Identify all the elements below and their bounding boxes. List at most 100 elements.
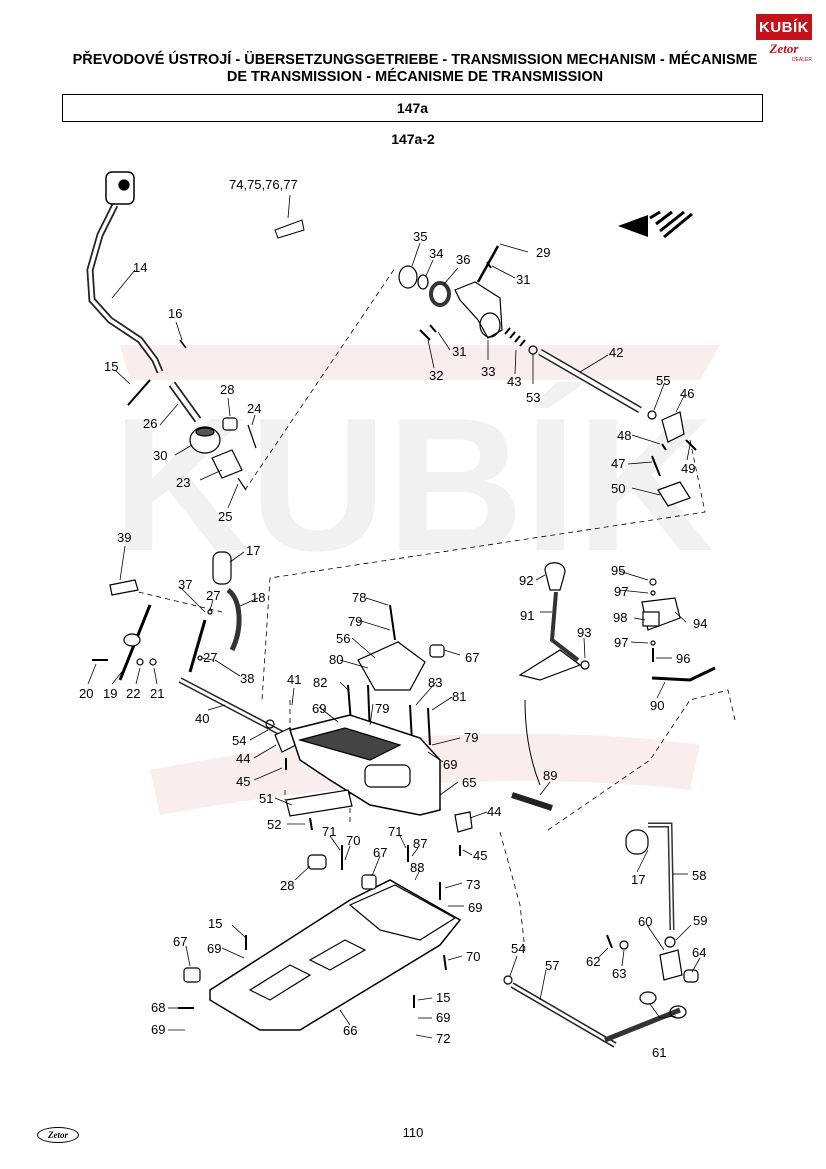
callout-93: 93 xyxy=(577,625,591,640)
pin-27-upper xyxy=(207,609,213,615)
callout-35: 35 xyxy=(413,229,427,244)
shift-rail-group-42 xyxy=(398,245,697,507)
circlip-35 xyxy=(398,265,418,289)
base-plate-66-slot1 xyxy=(248,964,312,1001)
callout-15a: 15 xyxy=(104,359,118,374)
callout-69c: 69 xyxy=(468,900,482,915)
callout-44b: 44 xyxy=(487,804,501,819)
ball-joint-30-top xyxy=(195,427,215,437)
ring-54 xyxy=(265,719,275,729)
right-lever-group xyxy=(454,562,716,856)
pin-16 xyxy=(179,339,187,349)
callout-91: 91 xyxy=(520,608,534,623)
block-46 xyxy=(661,411,685,443)
plate-98 xyxy=(642,611,660,627)
callout-46: 46 xyxy=(680,386,694,401)
callout-60: 60 xyxy=(638,914,652,929)
callout-66: 66 xyxy=(343,1023,357,1038)
callout-88: 88 xyxy=(410,860,424,875)
callout-63: 63 xyxy=(612,966,626,981)
callout-52: 52 xyxy=(267,817,281,832)
shaft-89 xyxy=(511,792,553,811)
callout-96: 96 xyxy=(676,651,690,666)
callout-78: 78 xyxy=(352,590,366,605)
logo-zetor-text: Zetor xyxy=(769,41,799,56)
callout-15c: 15 xyxy=(436,990,450,1005)
housing-65-window xyxy=(364,764,411,788)
pin-62 xyxy=(606,934,613,949)
callout-64: 64 xyxy=(692,945,706,960)
pin-49 xyxy=(685,439,697,451)
callout-69b: 69 xyxy=(443,757,457,772)
bearing-36 xyxy=(429,281,451,307)
cover-56 xyxy=(357,641,426,691)
zetor-footer-logo: Zetor xyxy=(37,1127,79,1143)
ring-54-bottom xyxy=(503,975,513,985)
callout-34: 34 xyxy=(429,246,443,261)
ring-55 xyxy=(647,410,657,420)
callout-33: 33 xyxy=(481,364,495,379)
ring-93 xyxy=(580,660,590,670)
callout-24: 24 xyxy=(247,401,261,416)
callout-79a: 79 xyxy=(348,614,362,629)
watermark-stroke-2 xyxy=(120,345,720,380)
pin-64 xyxy=(683,969,699,983)
callout-20: 20 xyxy=(79,686,93,701)
callout-57: 57 xyxy=(545,958,559,973)
callout-80: 80 xyxy=(329,652,343,667)
callout-72: 72 xyxy=(436,1031,450,1046)
callout-27b: 27 xyxy=(203,650,217,665)
callout-44a: 44 xyxy=(236,751,250,766)
plug-28-bottom xyxy=(307,854,327,870)
lever-rod-highlight xyxy=(88,204,162,373)
fork-ring xyxy=(479,312,501,338)
callout-56: 56 xyxy=(336,631,350,646)
page-number: 110 xyxy=(402,1125,424,1140)
callout-30: 30 xyxy=(153,448,167,463)
gear-lever-assembly xyxy=(86,171,257,491)
bolt-78 xyxy=(389,604,396,641)
callout-83: 83 xyxy=(428,675,442,690)
bolt-47 xyxy=(651,455,661,477)
watermark-text: KUBÍK xyxy=(112,379,714,591)
arm-61 xyxy=(604,1007,681,1043)
callout-17b: 17 xyxy=(631,872,645,887)
callout-42: 42 xyxy=(609,345,623,360)
callout-67a: 67 xyxy=(465,650,479,665)
callout-92: 92 xyxy=(519,573,533,588)
pin-48 xyxy=(661,443,667,451)
housing-65-shade xyxy=(297,727,402,761)
leader-lines xyxy=(87,194,701,1039)
callout-81: 81 xyxy=(452,689,466,704)
callout-69e: 69 xyxy=(436,1010,450,1025)
callout-36: 36 xyxy=(456,252,470,267)
callout-23: 23 xyxy=(176,475,190,490)
plate-50 xyxy=(657,481,691,507)
callout-79b: 79 xyxy=(375,701,389,716)
callout-32: 32 xyxy=(429,368,443,383)
callout-87: 87 xyxy=(413,836,427,851)
callout-39: 39 xyxy=(117,530,131,545)
callout-38: 38 xyxy=(240,671,254,686)
gearbox-housing-group xyxy=(285,604,445,831)
callout-27a: 27 xyxy=(206,588,220,603)
callout-90: 90 xyxy=(650,698,664,713)
plug-67-top xyxy=(429,644,445,658)
shaft-57-inner xyxy=(511,983,616,1047)
model-number: 147a xyxy=(396,100,429,116)
callout-22: 22 xyxy=(126,686,140,701)
washer-22 xyxy=(136,658,144,666)
left-linkage-group xyxy=(92,551,297,770)
callout-50: 50 xyxy=(611,481,625,496)
kubik-zetor-logo: KUBÍK Zetor DEALER xyxy=(756,14,812,63)
callout-48: 48 xyxy=(617,428,631,443)
callout-45a: 45 xyxy=(236,774,250,789)
callout-29: 29 xyxy=(536,245,550,260)
nut-95 xyxy=(649,578,657,586)
bolt-15 xyxy=(127,379,151,406)
callout-70a: 70 xyxy=(346,833,360,848)
base-91 xyxy=(518,649,582,681)
plug-67-bottom xyxy=(183,967,201,983)
callout-51: 51 xyxy=(259,791,273,806)
